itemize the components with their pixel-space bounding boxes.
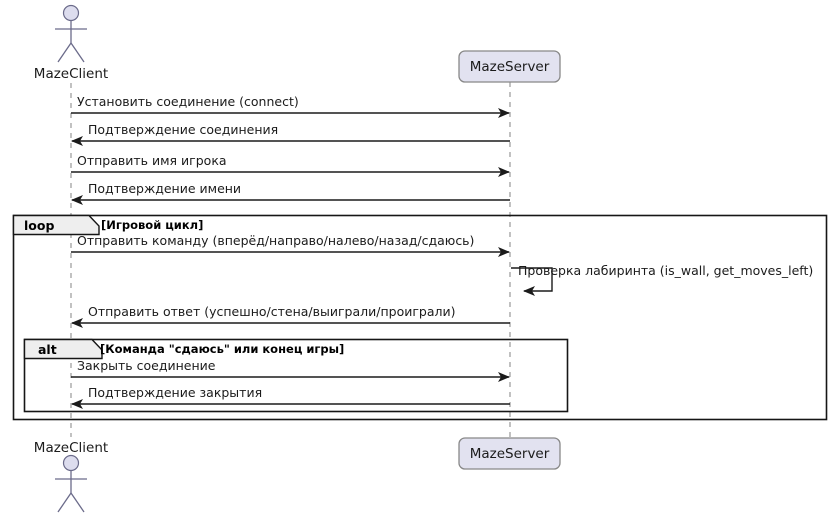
alt-fragment-guard: [Команда "сдаюсь" или конец игры] xyxy=(100,342,344,356)
message-2-label: Подтверждение соединения xyxy=(88,122,278,137)
alt-fragment[interactable]: alt [Команда "сдаюсь" или конец игры] xyxy=(23,338,569,413)
alt-fragment-tab xyxy=(23,338,103,360)
loop-fragment-border xyxy=(12,214,828,421)
participant-label-client-bottom: MazeClient xyxy=(34,440,108,456)
actor-head-icon xyxy=(62,4,80,22)
message-4[interactable]: Подтверждение имени xyxy=(71,181,510,205)
participant-client-bottom[interactable]: MazeClient xyxy=(34,440,108,513)
actor-leg-left-bottom xyxy=(57,492,72,513)
message-1[interactable]: Установить соединение (connect) xyxy=(71,94,510,118)
participant-server-top[interactable]: MazeServer xyxy=(458,50,561,83)
message-7[interactable]: Отправить ответ (успешно/стена/выиграли/… xyxy=(71,304,510,328)
alt-fragment-operator: alt xyxy=(38,342,57,357)
actor-leg-right-bottom xyxy=(70,492,85,513)
participant-box-server-bottom xyxy=(458,437,561,470)
message-5[interactable]: Отправить команду (вперёд/направо/налево… xyxy=(71,233,510,257)
message-8-label: Закрыть соединение xyxy=(77,358,216,373)
message-6-self[interactable]: Проверка лабиринта (is_wall, get_moves_l… xyxy=(511,263,813,296)
actor-leg-left xyxy=(57,42,72,63)
lifeline-group xyxy=(70,82,511,437)
loop-fragment[interactable]: loop [Игровой цикл] xyxy=(12,214,828,421)
participant-label-client-top: MazeClient xyxy=(34,66,108,82)
message-4-label: Подтверждение имени xyxy=(88,181,241,196)
message-6-self-path xyxy=(511,267,553,296)
message-3-label: Отправить имя игрока xyxy=(77,153,227,168)
message-1-label: Установить соединение (connect) xyxy=(77,94,299,109)
participant-label-server-top: MazeServer xyxy=(470,59,550,75)
participant-box-server-top xyxy=(458,50,561,83)
message-3[interactable]: Отправить имя игрока xyxy=(71,153,510,177)
message-6-label: Проверка лабиринта (is_wall, get_moves_l… xyxy=(518,263,813,278)
loop-fragment-tab xyxy=(12,214,100,236)
participant-client-top[interactable]: MazeClient xyxy=(34,4,108,83)
alt-fragment-border xyxy=(23,338,569,413)
message-2[interactable]: Подтверждение соединения xyxy=(71,122,510,146)
loop-fragment-guard: [Игровой цикл] xyxy=(101,218,203,232)
loop-fragment-operator: loop xyxy=(24,218,54,233)
message-7-label: Отправить ответ (успешно/стена/выиграли/… xyxy=(88,304,456,319)
actor-leg-right xyxy=(70,42,85,63)
actor-head-icon-bottom xyxy=(62,454,80,472)
message-9[interactable]: Подтверждение закрытия xyxy=(71,385,510,409)
participant-label-server-bottom: MazeServer xyxy=(470,446,550,462)
participant-server-bottom[interactable]: MazeServer xyxy=(458,437,561,470)
message-5-label: Отправить команду (вперёд/направо/налево… xyxy=(77,233,474,248)
message-9-label: Подтверждение закрытия xyxy=(88,385,262,400)
message-8[interactable]: Закрыть соединение xyxy=(71,358,510,382)
